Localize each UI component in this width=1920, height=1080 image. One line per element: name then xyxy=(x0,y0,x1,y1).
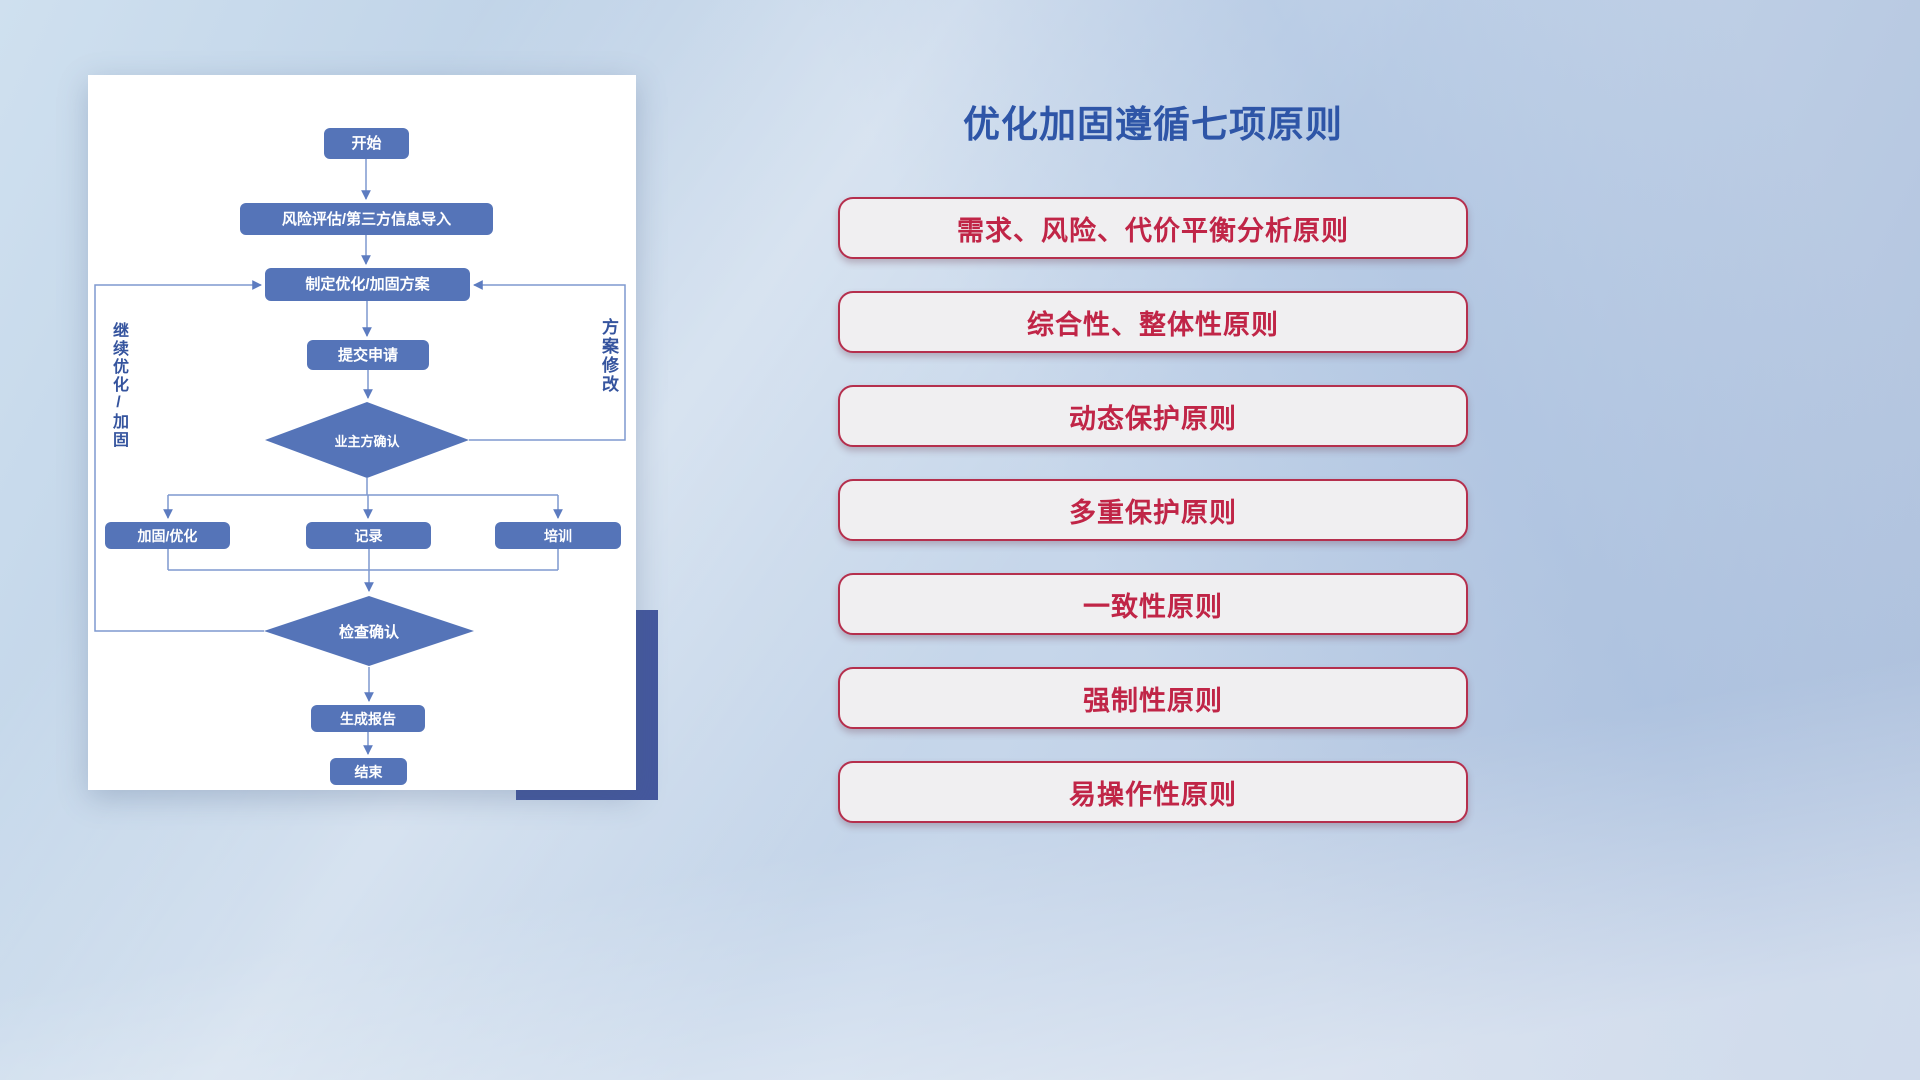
flow-node-risk-assessment: 风险评估/第三方信息导入 xyxy=(240,203,493,235)
flow-diamond-check-confirm xyxy=(264,596,474,666)
principles-title: 优化加固遵循七项原则 xyxy=(963,104,1343,145)
edge-loop-continue-plan xyxy=(94,280,264,632)
flow-node-owner-confirm-label: 业主方确认 xyxy=(334,433,400,449)
principle-item: 需求、风险、代价平衡分析原则 xyxy=(838,197,1468,259)
principle-label: 需求、风险、代价平衡分析原则 xyxy=(957,215,1349,246)
principle-item: 动态保护原则 xyxy=(838,385,1468,447)
principle-label: 动态保护原则 xyxy=(1069,403,1237,434)
principles-panel: 需求、风险、代价平衡分析原则 综合性、整体性原则 动态保护原则 多重保护原则 一… xyxy=(838,197,1468,823)
principle-item: 一致性原则 xyxy=(838,573,1468,635)
principle-item: 多重保护原则 xyxy=(838,479,1468,541)
flow-node-start: 开始 xyxy=(324,128,409,159)
flow-node-check-confirm-label: 检查确认 xyxy=(338,623,399,641)
principle-item: 易操作性原则 xyxy=(838,761,1468,823)
principle-label: 综合性、整体性原则 xyxy=(1027,309,1279,340)
flow-node-submit-application: 提交申请 xyxy=(307,340,429,370)
flow-node-make-plan: 制定优化/加固方案 xyxy=(265,268,470,301)
flow-node-end: 结束 xyxy=(330,758,407,785)
flow-node-training: 培训 xyxy=(495,522,621,549)
flow-node-record: 记录 xyxy=(306,522,431,549)
flow-node-generate-report: 生成报告 xyxy=(311,705,425,732)
principle-label: 易操作性原则 xyxy=(1069,779,1237,810)
principle-label: 强制性原则 xyxy=(1083,685,1223,716)
flowchart-card: 开始 风险评估/第三方信息导入 制定优化/加固方案 提交申请 业主方确认 加固/… xyxy=(88,75,636,790)
principle-item: 综合性、整体性原则 xyxy=(838,291,1468,353)
edge-label-continue-optimize: 继续优化/加固 xyxy=(110,322,127,449)
flowchart-connectors xyxy=(94,159,626,755)
flow-diamond-owner-confirm xyxy=(265,402,469,478)
edge-label-plan-modify: 方案修改 xyxy=(599,318,618,394)
principle-label: 多重保护原则 xyxy=(1069,497,1237,528)
flow-node-reinforce-optimize: 加固/优化 xyxy=(105,522,230,549)
principle-item: 强制性原则 xyxy=(838,667,1468,729)
principle-label: 一致性原则 xyxy=(1083,591,1223,622)
edge-loop-modify-plan xyxy=(469,280,626,441)
